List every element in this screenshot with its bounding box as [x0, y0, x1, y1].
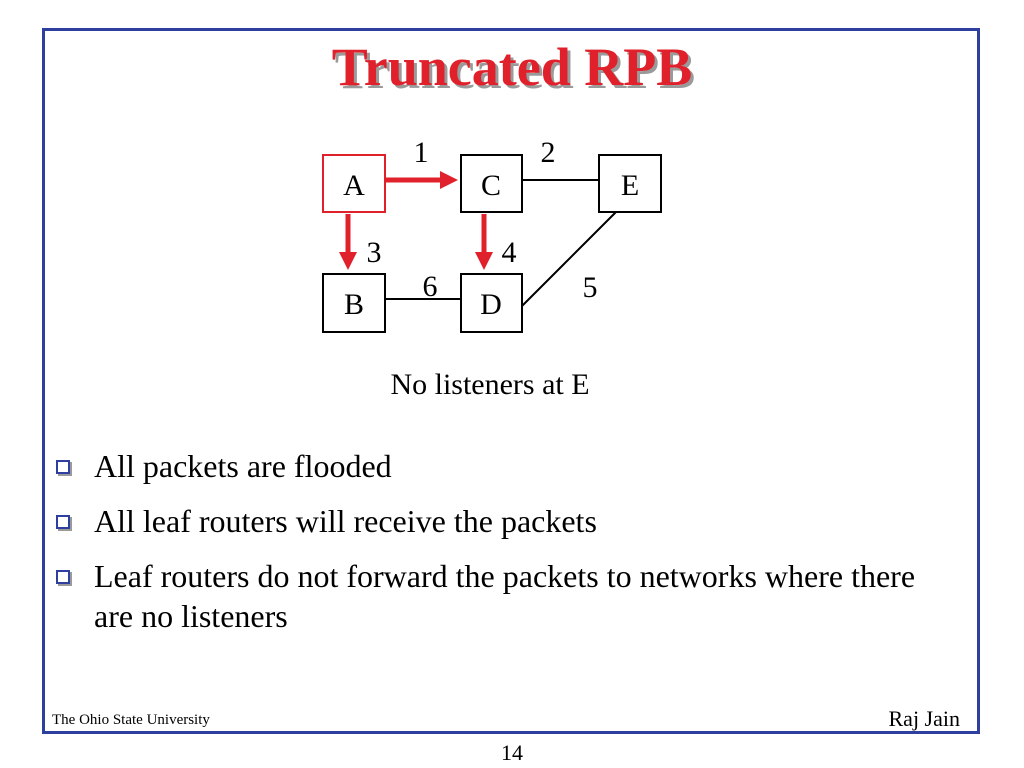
link-label-2: 2: [541, 136, 556, 169]
bullet-item: All leaf routers will receive the packet…: [52, 501, 952, 541]
link-label-1: 1: [414, 136, 429, 169]
page-number: 14: [501, 740, 523, 765]
footer-university: The Ohio State University: [52, 712, 210, 728]
checkbox-bullet-icon: [56, 460, 70, 474]
bullet-text: All leaf routers will receive the packet…: [94, 503, 597, 539]
arrowhead-a-b: [339, 252, 357, 270]
node-c-label: C: [481, 169, 501, 202]
node-a-box: [322, 154, 386, 213]
checkbox-bullet-icon: [56, 515, 70, 529]
link-e-d: [521, 211, 617, 307]
footer-author: Raj Jain: [888, 706, 961, 731]
diagram-caption: No listeners at E: [390, 368, 590, 401]
checkbox-bullet-icon: [56, 570, 70, 584]
node-d-label: D: [480, 288, 502, 321]
bullet-list: All packets are flooded All leaf routers…: [52, 446, 952, 651]
link-label-3: 3: [367, 236, 382, 269]
link-label-5: 5: [583, 271, 598, 304]
node-d-box: [460, 273, 523, 333]
bullet-text: Leaf routers do not forward the packets …: [94, 558, 916, 634]
bullet-item: Leaf routers do not forward the packets …: [52, 556, 952, 636]
arrowhead-a-c: [440, 171, 458, 189]
node-c-box: [460, 154, 523, 213]
arrowhead-c-d: [475, 252, 493, 270]
link-label-4: 4: [502, 236, 517, 269]
bullet-text: All packets are flooded: [94, 448, 392, 484]
slide-title: Truncated RPB: [331, 37, 693, 97]
node-b-box: [322, 273, 386, 333]
slide-frame: [42, 28, 980, 734]
node-e-label: E: [621, 169, 639, 202]
node-a-label: A: [343, 169, 365, 202]
node-e-box: [598, 154, 662, 213]
node-b-label: B: [344, 288, 364, 321]
bullet-item: All packets are flooded: [52, 446, 952, 486]
link-label-6: 6: [423, 270, 438, 303]
